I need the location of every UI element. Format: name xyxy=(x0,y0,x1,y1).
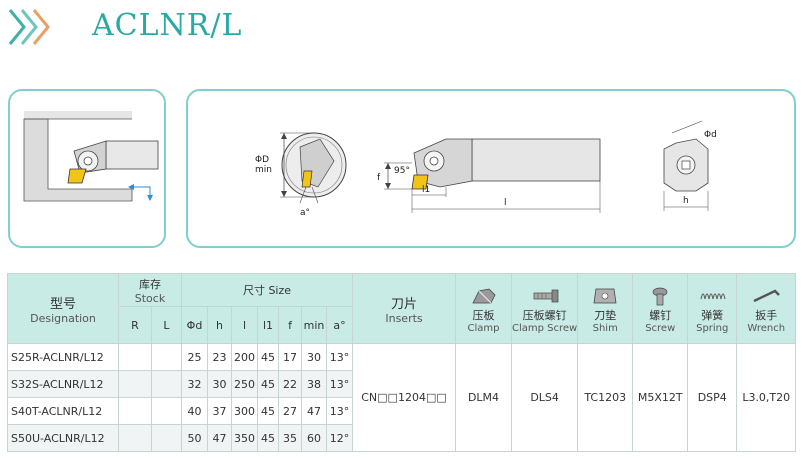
size-cell: 35 xyxy=(278,424,302,452)
size-cell: 30 xyxy=(207,370,232,398)
spring-cell: DSP4 xyxy=(687,343,738,452)
stock-r-cell xyxy=(118,397,152,425)
table-row: S50U-ACLNR/L12 50 47 350 45 35 60 12° xyxy=(7,424,796,452)
shim-icon xyxy=(593,288,617,303)
shim-cell: TC1203 xyxy=(577,343,634,452)
dimension-diagram-panel: ΦD min a° f 95° l1 l Φd h xyxy=(186,89,796,248)
stock-l-cell xyxy=(151,343,182,371)
clamp-header: 压板 Clamp xyxy=(455,273,512,344)
clamp-icon xyxy=(471,288,495,303)
size-col-d: Φd xyxy=(181,306,208,344)
stock-r-header: R xyxy=(118,306,152,344)
boring-usage-diagram xyxy=(23,111,159,202)
table-row: S32S-ACLNR/L12 32 30 250 45 22 38 13° xyxy=(7,370,796,398)
size-cell: 27 xyxy=(278,397,302,425)
size-cell: 50 xyxy=(181,424,208,452)
stock-l-cell xyxy=(151,424,182,452)
stock-r-cell xyxy=(118,370,152,398)
clamp-screw-icon xyxy=(533,289,558,302)
wrench-header: 扳手 Wrench xyxy=(736,273,797,344)
size-cell: 300 xyxy=(231,397,258,425)
stock-header: 库存 Stock xyxy=(118,273,182,307)
size-cell: 22 xyxy=(278,370,302,398)
table-row: S40T-ACLNR/L12 40 37 300 45 27 47 13° xyxy=(7,397,796,425)
f-label: f xyxy=(377,173,381,183)
size-header: 尺寸 Size xyxy=(181,273,353,307)
l-label: l xyxy=(504,198,507,208)
table-row: S25R-ACLNR/L12 25 23 200 45 17 30 13° CN… xyxy=(7,343,797,452)
size-cell: 200 xyxy=(231,343,258,371)
size-cell: 23 xyxy=(207,343,232,371)
wrench-cell: L3.0,T20 xyxy=(736,343,797,452)
size-cell: 25 xyxy=(181,343,208,371)
screw-cell: M5X12T xyxy=(632,343,689,452)
spec-table: 型号 Designation 库存 Stock 尺寸 Size 刀片 Inser… xyxy=(7,273,797,452)
insert-cell: CN□□1204□□ xyxy=(352,343,456,452)
size-cell: 60 xyxy=(301,424,327,452)
l1-label: l1 xyxy=(422,185,430,195)
spring-icon xyxy=(700,292,726,299)
size-cell: 40 xyxy=(181,397,208,425)
angle-label: a° xyxy=(300,208,310,218)
size-cell: 30 xyxy=(301,343,327,371)
size-col-h: h xyxy=(207,306,232,344)
stock-l-cell xyxy=(151,370,182,398)
size-cell: 17 xyxy=(278,343,302,371)
stock-l-cell xyxy=(151,397,182,425)
shim-header: 刀垫 Shim xyxy=(577,273,634,344)
designation-cell: S25R-ACLNR/L12 xyxy=(7,343,119,371)
min-label: min xyxy=(255,165,272,175)
usage-diagram-panel xyxy=(8,89,166,248)
size-cell: 350 xyxy=(231,424,258,452)
d-label: ΦD xyxy=(255,155,269,165)
size-cell: 47 xyxy=(207,424,232,452)
size-cell: 13° xyxy=(326,343,353,371)
screw-icon xyxy=(652,287,668,305)
size-cell: 45 xyxy=(257,424,279,452)
designation-header: 型号 Designation xyxy=(7,273,119,344)
size-col-l: l xyxy=(231,306,258,344)
size-col-l1: l1 xyxy=(257,306,279,344)
designation-cell: S50U-ACLNR/L12 xyxy=(7,424,119,452)
designation-cell: S32S-ACLNR/L12 xyxy=(7,370,119,398)
phid-label: Φd xyxy=(704,130,717,140)
h-label: h xyxy=(683,196,689,206)
spring-header: 弹簧 Spring xyxy=(687,273,738,344)
size-cell: 45 xyxy=(257,343,279,371)
designation-cell: S40T-ACLNR/L12 xyxy=(7,397,119,425)
size-col-a: a° xyxy=(326,306,353,344)
size-cell: 45 xyxy=(257,397,279,425)
size-cell: 38 xyxy=(301,370,327,398)
size-cell: 32 xyxy=(181,370,208,398)
clamp-screw-header: 压板螺钉 Clamp Screw xyxy=(510,273,579,344)
stock-r-cell xyxy=(118,424,152,452)
insert-header: 刀片 Inserts xyxy=(352,273,456,344)
size-cell: 37 xyxy=(207,397,232,425)
page-title: ACLNR/L xyxy=(92,8,243,43)
screw-header: 螺钉 Screw xyxy=(632,273,689,344)
wrench-icon xyxy=(753,289,781,302)
size-cell: 12° xyxy=(326,424,353,452)
clamp-cell: DLM4 xyxy=(455,343,512,452)
chevron-logo-icon xyxy=(8,9,50,45)
angle95-label: 95° xyxy=(394,166,410,176)
size-cell: 45 xyxy=(257,370,279,398)
clamp-screw-cell: DLS4 xyxy=(510,343,579,452)
size-cell: 250 xyxy=(231,370,258,398)
size-cell: 13° xyxy=(326,397,353,425)
size-cell: 47 xyxy=(301,397,327,425)
size-col-min: min xyxy=(301,306,327,344)
size-cell: 13° xyxy=(326,370,353,398)
tool-dimension-drawing: ΦD min a° f 95° l1 l Φd h xyxy=(255,120,717,218)
stock-l-header: L xyxy=(151,306,182,344)
stock-r-cell xyxy=(118,343,152,371)
size-col-f: f xyxy=(278,306,302,344)
